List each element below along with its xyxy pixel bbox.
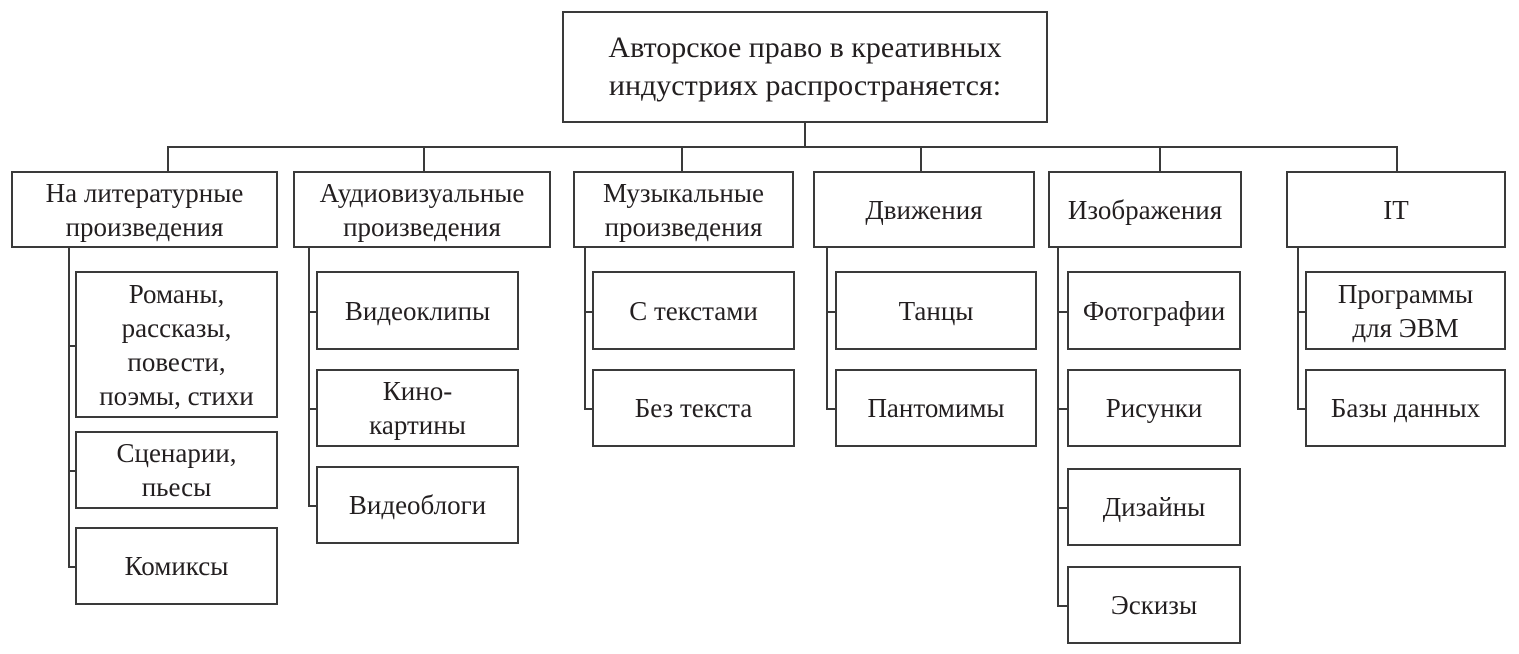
leaf-node: Дизайны — [1067, 468, 1241, 546]
branch-trunk — [826, 248, 828, 409]
category-node: Движения — [813, 171, 1035, 248]
category-connector — [1159, 146, 1161, 171]
category-connector — [681, 146, 683, 171]
branch-connector — [1057, 408, 1067, 410]
category-node: IT — [1286, 171, 1506, 248]
branch-connector — [308, 311, 316, 313]
branch-connector — [68, 470, 75, 472]
branch-connector — [584, 311, 592, 313]
leaf-node: Кино- картины — [316, 369, 519, 447]
branch-connector — [826, 311, 835, 313]
category-connector — [920, 146, 922, 171]
leaf-node: Базы данных — [1305, 369, 1506, 447]
branch-connector — [308, 505, 316, 507]
category-connector — [1396, 146, 1398, 171]
leaf-node: Сценарии, пьесы — [75, 431, 278, 509]
leaf-node: Рисунки — [1067, 369, 1241, 447]
branch-connector — [308, 408, 316, 410]
leaf-node: Программы для ЭВМ — [1305, 271, 1506, 350]
leaf-node: Видеоблоги — [316, 466, 519, 544]
leaf-node: С текстами — [592, 271, 795, 350]
leaf-node: Пантомимы — [835, 369, 1037, 447]
root-node: Авторское право в креативных индустриях … — [562, 11, 1048, 123]
branch-connector — [1297, 311, 1305, 313]
branch-connector — [1057, 311, 1067, 313]
leaf-node: Эскизы — [1067, 566, 1241, 644]
branch-trunk — [1057, 248, 1059, 606]
category-connector — [423, 146, 425, 171]
leaf-node: Фотографии — [1067, 271, 1241, 350]
branch-trunk — [1297, 248, 1299, 409]
category-node: Аудиовизуальные произведения — [293, 171, 551, 248]
branch-connector — [584, 408, 592, 410]
branch-connector — [1057, 507, 1067, 509]
branch-connector — [1057, 605, 1067, 607]
leaf-node: Романы, рассказы, повести, поэмы, стихи — [75, 271, 278, 418]
branch-trunk — [68, 248, 70, 567]
branch-connector — [826, 408, 835, 410]
branch-connector — [1297, 408, 1305, 410]
category-node: Изображения — [1048, 171, 1242, 248]
root-connector — [804, 123, 806, 148]
leaf-node: Видеоклипы — [316, 271, 519, 350]
leaf-node: Без текста — [592, 369, 795, 447]
leaf-node: Комиксы — [75, 527, 278, 605]
category-node: Музыкальные произведения — [573, 171, 794, 248]
category-bar — [167, 146, 1397, 148]
branch-trunk — [308, 248, 310, 506]
branch-connector — [68, 345, 75, 347]
category-connector — [167, 146, 169, 171]
branch-trunk — [584, 248, 586, 409]
leaf-node: Танцы — [835, 271, 1037, 350]
category-node: На литературные произведения — [11, 171, 278, 248]
branch-connector — [68, 566, 75, 568]
